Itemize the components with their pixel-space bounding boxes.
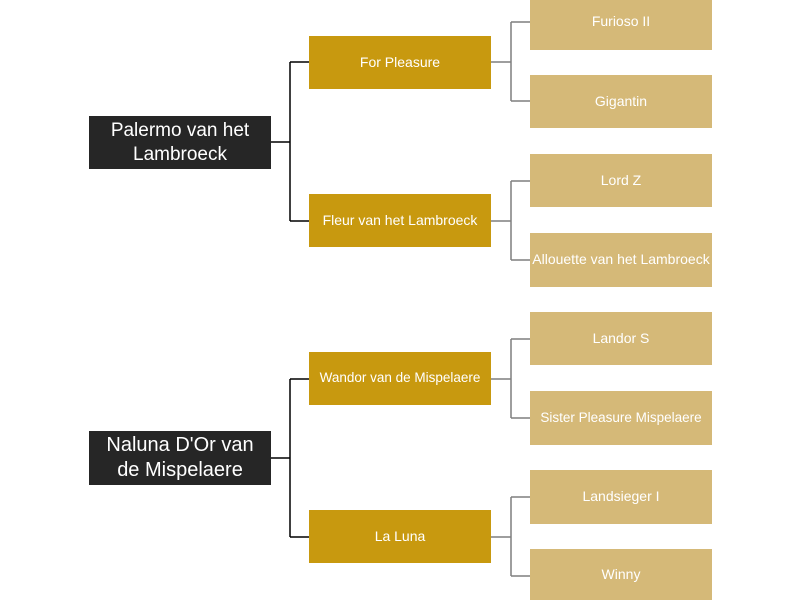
- parent-node-label: Wandor van de Mispelaere: [319, 370, 481, 386]
- grandparent-node-landor-s: Landor S: [530, 312, 712, 365]
- grandparent-node-winny: Winny: [530, 549, 712, 600]
- parent-node-label: Fleur van het Lambroeck: [322, 211, 478, 228]
- parent-node-label: For Pleasure: [359, 53, 441, 70]
- grandparent-node-label: Lord Z: [600, 171, 642, 188]
- dam-node-la-luna: La Luna: [309, 510, 491, 563]
- root-node-naluna: Naluna D'Or van de Mispelaere: [89, 431, 271, 485]
- grandparent-node-label: Furioso II: [591, 13, 651, 29]
- grandparent-node-landsieger-i: Landsieger I: [530, 470, 712, 524]
- root-node-label: Palermo van het Lambroeck: [110, 119, 250, 165]
- grandparent-node-sister-pleasure-mispelaere: Sister Pleasure Mispelaere: [530, 391, 712, 445]
- grandparent-node-gigantin: Gigantin: [530, 75, 712, 128]
- grandparent-node-lord-z: Lord Z: [530, 154, 712, 207]
- grandparent-node-label: Allouette van het Lambroeck: [532, 251, 710, 268]
- dam-node-fleur-van-het-lambroeck: Fleur van het Lambroeck: [309, 194, 491, 247]
- grandparent-node-label: Gigantin: [594, 92, 648, 109]
- grandparent-node-label: Sister Pleasure Mispelaere: [540, 409, 702, 425]
- sire-node-for-pleasure: For Pleasure: [309, 36, 491, 89]
- grandparent-node-label: Winny: [601, 565, 641, 582]
- sire-node-wandor-van-de-mispelaere: Wandor van de Mispelaere: [309, 352, 491, 405]
- parent-node-label: La Luna: [374, 527, 426, 544]
- grandparent-node-furioso-ii: Furioso II: [530, 0, 712, 50]
- root-node-palermo: Palermo van het Lambroeck: [89, 116, 271, 169]
- grandparent-node-label: Landsieger I: [582, 488, 660, 505]
- root-node-label: Naluna D'Or van de Mispelaere: [106, 434, 254, 481]
- grandparent-node-allouette: Allouette van het Lambroeck: [530, 233, 712, 287]
- grandparent-node-label: Landor S: [592, 329, 650, 346]
